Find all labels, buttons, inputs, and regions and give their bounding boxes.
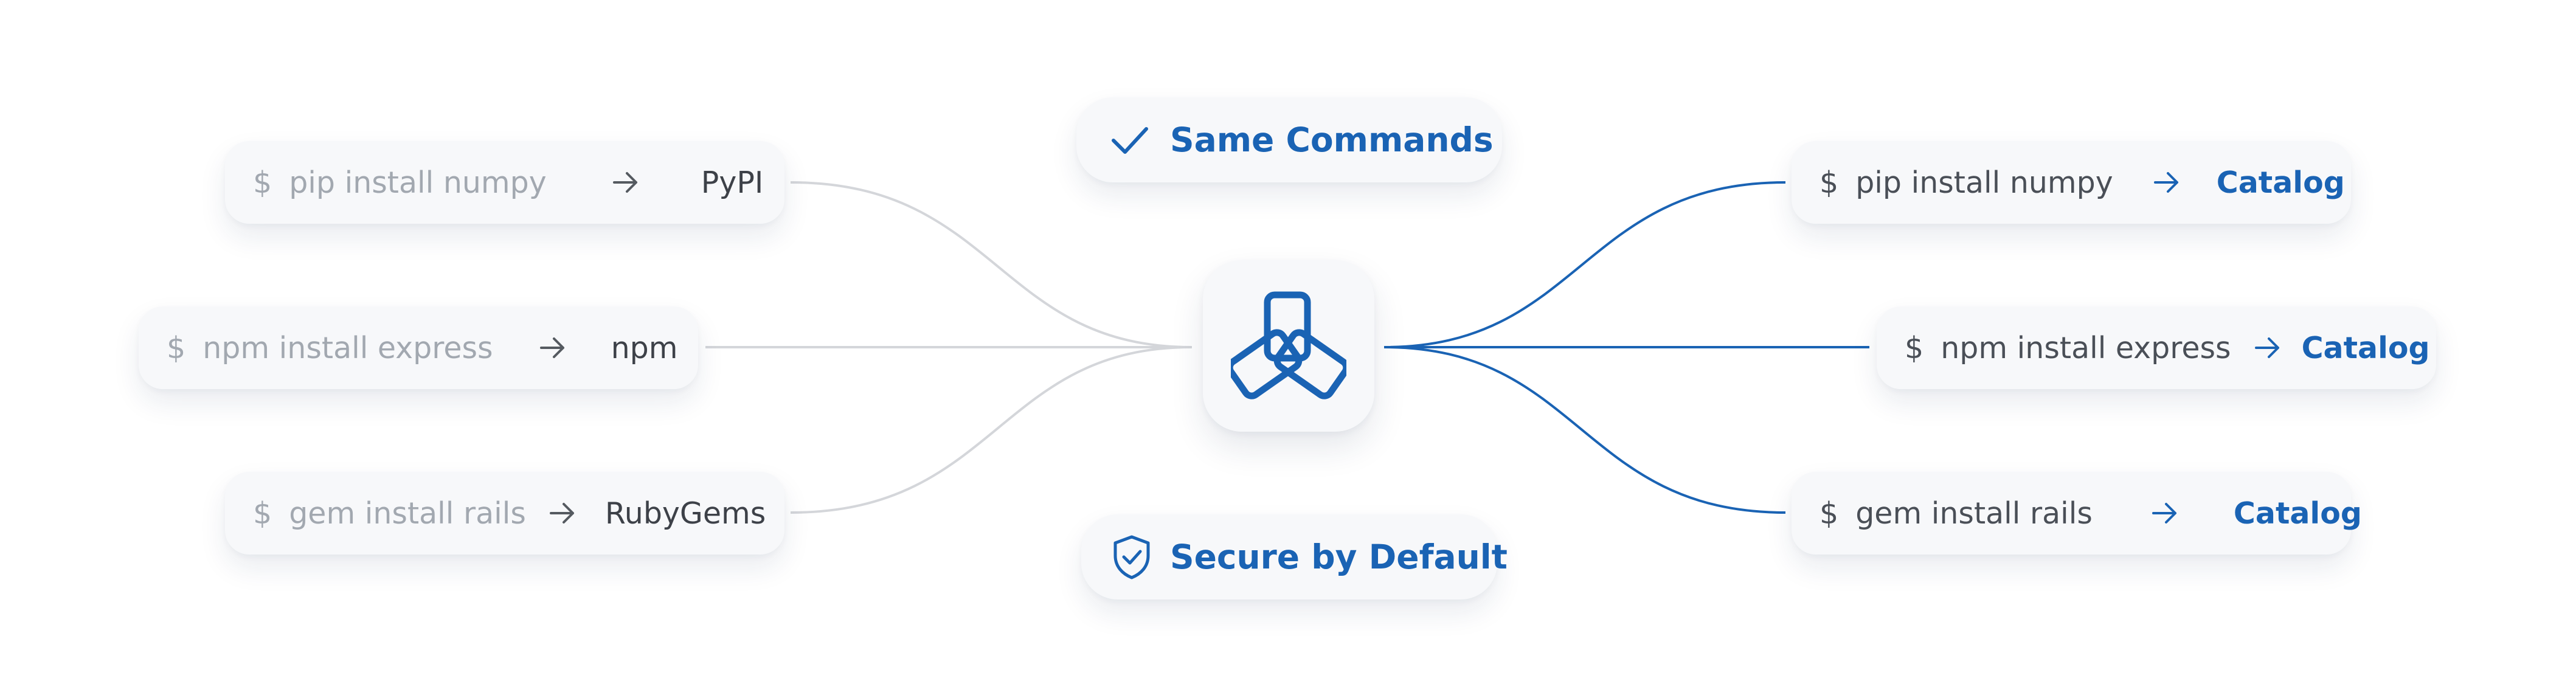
arrow-right-icon [2151, 167, 2183, 198]
arrow-right-icon [2151, 497, 2179, 529]
connector-right-pip [1383, 181, 1786, 348]
check-icon [1107, 117, 1153, 163]
left-command-npm: $ npm install express npm [139, 306, 698, 389]
catalog-hub [1203, 260, 1374, 432]
badge-secure-by-default: Secure by Default [1081, 514, 1508, 600]
catalog-target: Catalog [2216, 165, 2345, 200]
badge-same-commands: Same Commands [1076, 97, 1502, 182]
badge-label: Same Commands [1170, 120, 1494, 159]
connector-right-gem [1383, 346, 1786, 514]
arrow-right-icon [537, 332, 569, 364]
prompt-symbol: $ [253, 496, 272, 531]
prompt-symbol: $ [1905, 330, 1924, 365]
right-command-npm: $ npm install express Catalog [1877, 306, 2436, 389]
catalog-target: Catalog [2233, 496, 2362, 531]
right-command-pip: $ pip install numpy Catalog [1792, 141, 2351, 224]
arrow-right-icon [2252, 332, 2283, 364]
command-text: pip install numpy [289, 165, 547, 200]
command-text: npm install express [1941, 330, 2231, 365]
command-text: pip install numpy [1855, 165, 2113, 200]
prompt-symbol: $ [1819, 496, 1839, 531]
registry-target: RubyGems [604, 496, 766, 531]
badge-label: Secure by Default [1170, 537, 1508, 576]
catalog-target: Catalog [2301, 330, 2430, 365]
connector-left-gem [790, 346, 1193, 514]
connector-left-pip [790, 181, 1193, 348]
registry-target: PyPI [701, 165, 764, 200]
arrow-right-icon [547, 497, 578, 529]
command-text: gem install rails [1855, 496, 2093, 531]
prompt-symbol: $ [167, 330, 186, 365]
shield-check-icon [1110, 534, 1153, 580]
linked-chain-logo-icon [1226, 290, 1350, 402]
command-text: gem install rails [289, 496, 526, 531]
prompt-symbol: $ [253, 165, 272, 200]
right-command-gem: $ gem install rails Catalog [1792, 472, 2362, 555]
command-text: npm install express [203, 330, 493, 365]
left-command-gem: $ gem install rails RubyGems [225, 472, 784, 555]
prompt-symbol: $ [1819, 165, 1839, 200]
arrow-right-icon [610, 167, 642, 198]
registry-target: npm [611, 330, 678, 365]
left-command-pip: $ pip install numpy PyPI [225, 141, 784, 224]
